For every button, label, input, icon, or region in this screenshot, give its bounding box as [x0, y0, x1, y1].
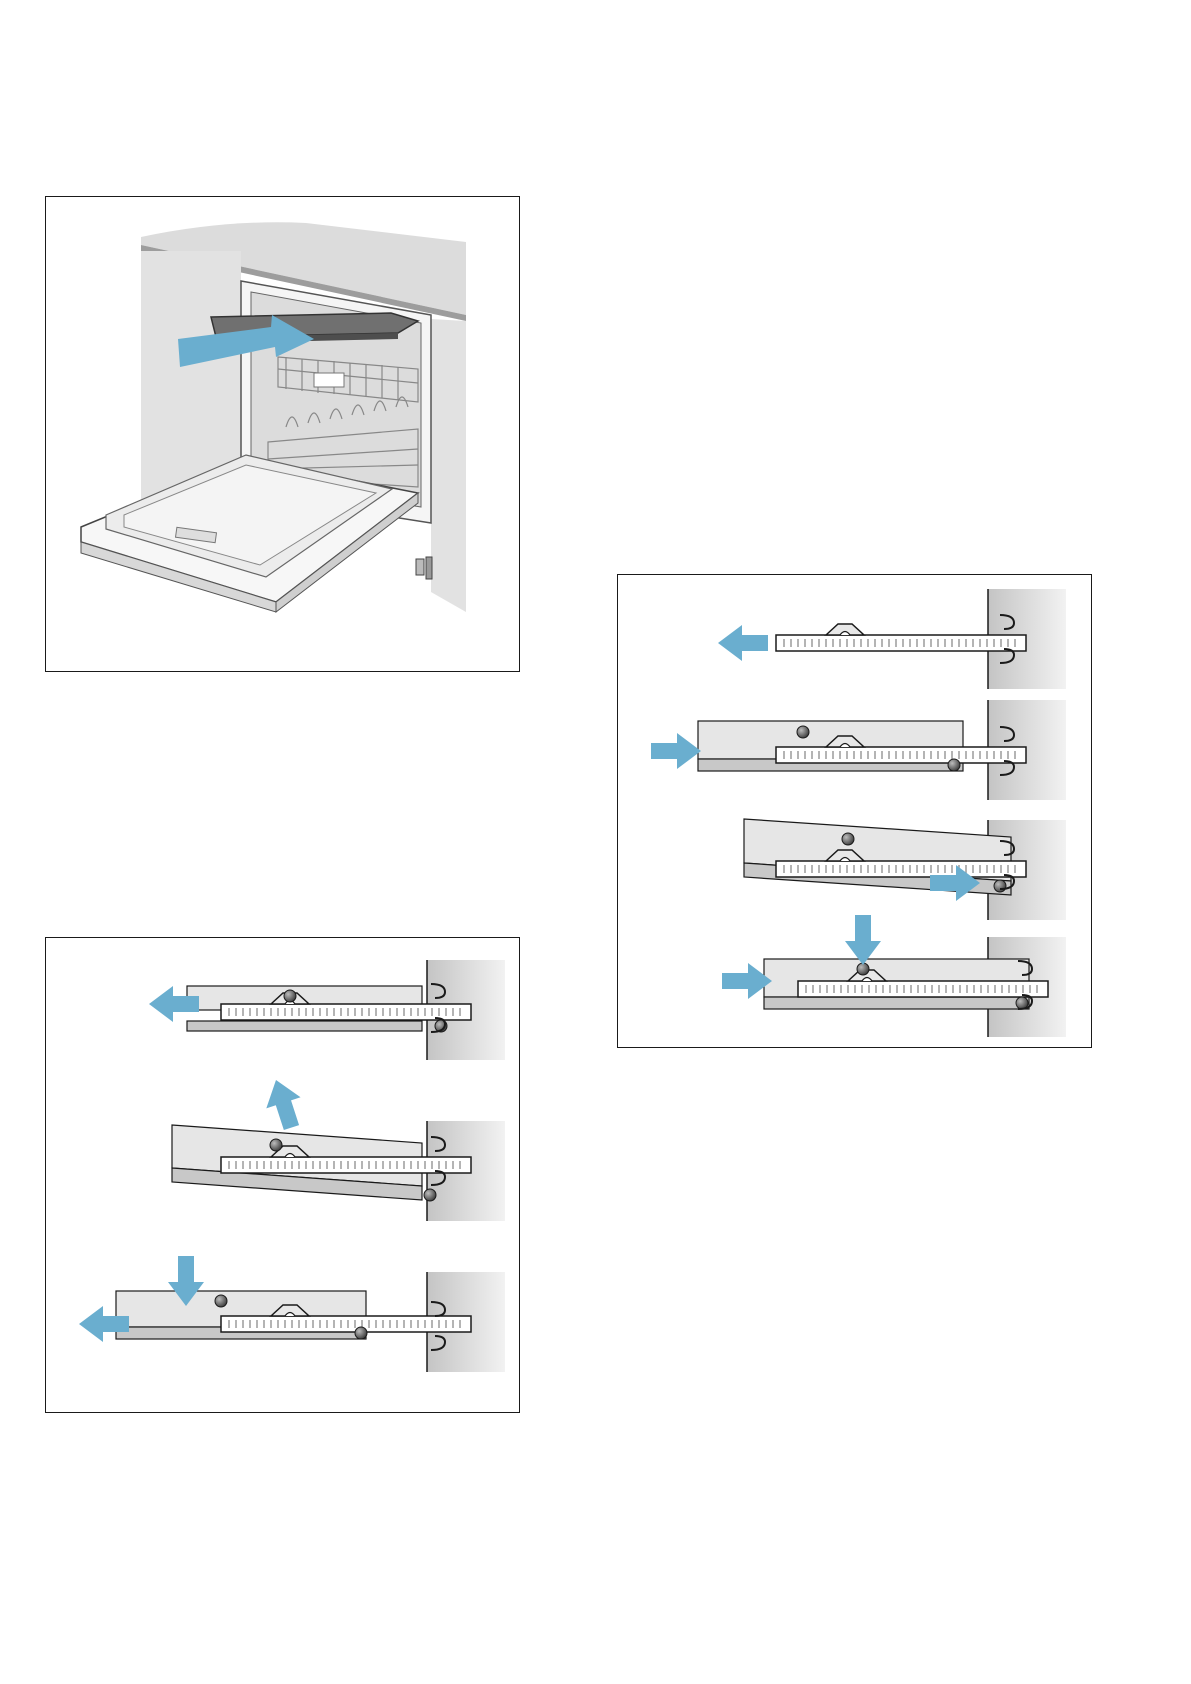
insert-step-3 [744, 819, 1066, 920]
removal-step-2 [172, 1121, 505, 1221]
arrow-right-icon [651, 733, 701, 769]
removal-step-1 [149, 960, 505, 1060]
figure-rail-insert-steps [617, 574, 1092, 1048]
insert-step-1 [718, 589, 1066, 689]
insert-step-4 [722, 915, 1066, 1037]
removal-step-3 [79, 1256, 505, 1372]
figure-rail-removal-steps [45, 937, 520, 1413]
figure-dishwasher-top-tray [45, 196, 520, 672]
rail-insert-diagram [618, 575, 1093, 1049]
arrow-up-icon [259, 1074, 309, 1133]
arrow-down-icon [845, 915, 881, 965]
arrow-left-icon [718, 625, 768, 661]
rail-removal-diagram [46, 938, 521, 1414]
dishwasher-icon [46, 197, 521, 673]
insert-step-2 [651, 700, 1066, 800]
